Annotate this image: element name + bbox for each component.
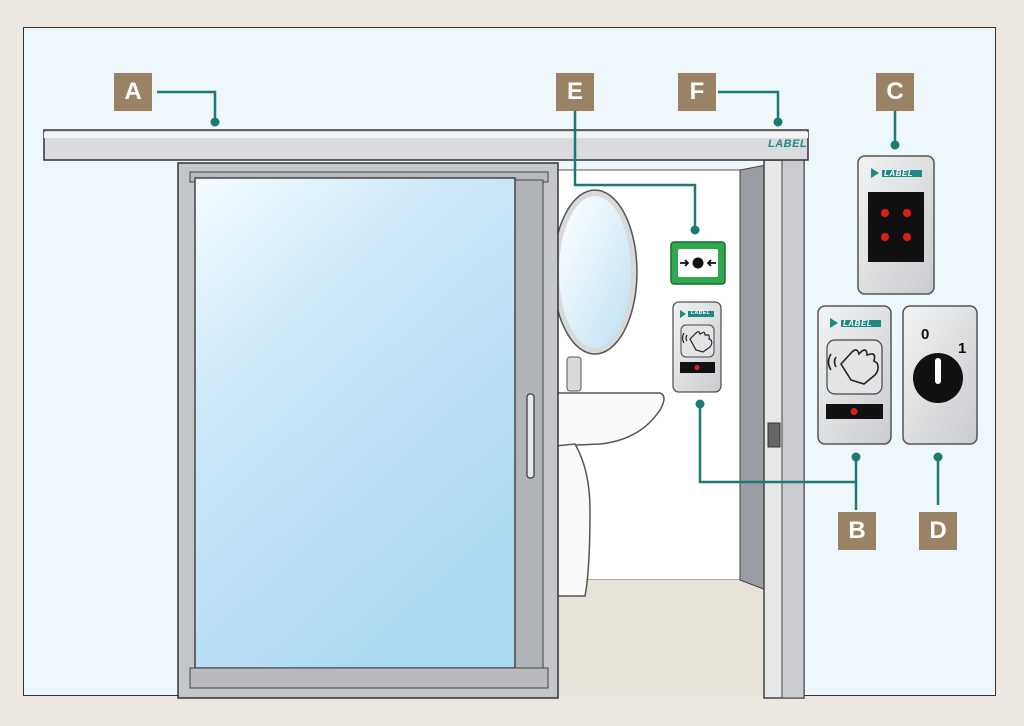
door-operator-header bbox=[43, 129, 809, 161]
key-selector-device bbox=[902, 305, 978, 445]
leader-line-b bbox=[698, 404, 858, 484]
keypad-brand-logo: LABEL bbox=[884, 169, 914, 178]
leader-dot-e bbox=[690, 225, 700, 235]
selector-position-on: 1 bbox=[958, 340, 967, 357]
callout-label-b: B bbox=[838, 512, 876, 550]
callout-label-e: E bbox=[556, 73, 594, 111]
leader-dot-b bbox=[851, 452, 861, 462]
inner-touchless-sensor bbox=[672, 301, 722, 393]
break-glass-arrows-icon bbox=[680, 257, 716, 269]
leader-dot-f bbox=[773, 117, 783, 127]
touchless-sensor-device bbox=[817, 305, 892, 445]
touchless-hand-wave-icon bbox=[681, 331, 713, 353]
emergency-button-device bbox=[670, 241, 726, 285]
touchless-hand-wave-icon bbox=[827, 349, 879, 385]
washbasin bbox=[554, 356, 665, 597]
leader-dot-a bbox=[210, 117, 220, 127]
header-brand-logo: LABEL bbox=[768, 138, 808, 150]
leader-dot-c bbox=[890, 140, 900, 150]
mirror bbox=[552, 189, 638, 355]
door-jamb bbox=[763, 159, 805, 699]
key-switch-icon bbox=[913, 353, 963, 403]
four-dot-keypad-icon bbox=[881, 209, 911, 241]
callout-label-a: A bbox=[114, 73, 152, 111]
leader-dots bbox=[210, 117, 943, 462]
sensor-brand-logo: LABEL bbox=[843, 319, 873, 328]
selector-position-off: 0 bbox=[921, 326, 930, 343]
leader-dot-b-inner bbox=[695, 399, 705, 409]
callout-label-d: D bbox=[919, 512, 957, 550]
leader-line-f bbox=[718, 90, 780, 122]
keypad-device bbox=[857, 155, 935, 295]
callout-label-c: C bbox=[876, 73, 914, 111]
leader-line-e bbox=[573, 110, 697, 230]
leader-dot-d bbox=[933, 452, 943, 462]
leader-lines bbox=[157, 90, 940, 510]
callout-label-f: F bbox=[678, 73, 716, 111]
sliding-glass-door bbox=[177, 162, 559, 699]
leader-line-a bbox=[157, 90, 217, 122]
inner-sensor-brand-logo: LABEL bbox=[691, 310, 711, 316]
